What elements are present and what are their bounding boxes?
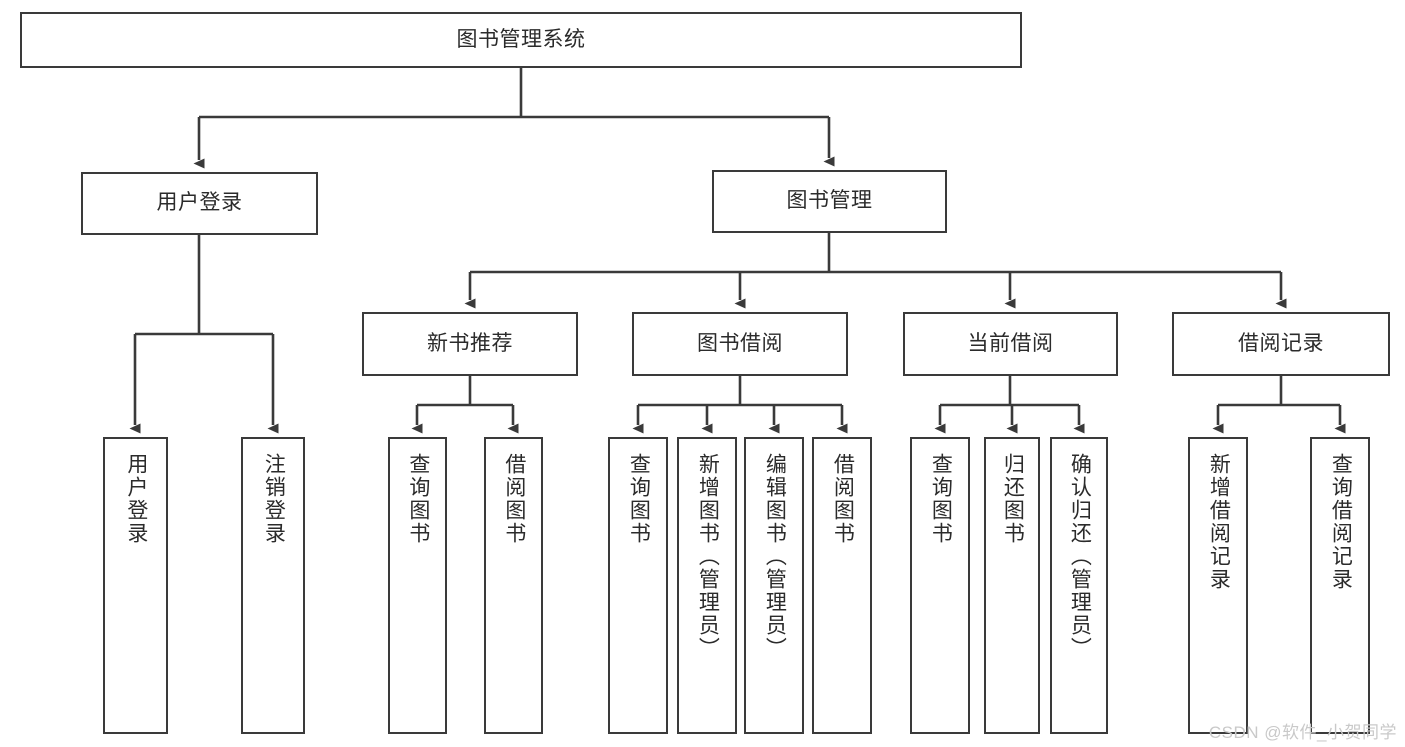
node-leaf-add-book[interactable]: 新增图书（管理员） xyxy=(677,437,737,734)
node-leaf-user-login[interactable]: 用户登录 xyxy=(103,437,168,734)
node-leaf-label: 用户登录 xyxy=(124,453,148,545)
node-leaf-label: 查询借阅记录 xyxy=(1329,453,1353,591)
node-borrow-record[interactable]: 借阅记录 xyxy=(1172,312,1390,376)
csdn-watermark: CSDN @软件_小贺同学 xyxy=(1208,723,1397,742)
node-leaf-return-book[interactable]: 归还图书 xyxy=(984,437,1040,734)
node-current-borrow-label: 当前借阅 xyxy=(967,331,1054,355)
node-leaf-label: 归还图书 xyxy=(1001,453,1025,545)
node-leaf-query-record[interactable]: 查询借阅记录 xyxy=(1310,437,1370,734)
node-book-manage-label: 图书管理 xyxy=(786,189,873,213)
node-user-login[interactable]: 用户登录 xyxy=(81,172,318,235)
node-leaf-label: 注销登录 xyxy=(262,453,286,545)
node-leaf-edit-book[interactable]: 编辑图书（管理员） xyxy=(744,437,804,734)
node-leaf-add-record[interactable]: 新增借阅记录 xyxy=(1188,437,1248,734)
node-leaf-borrow-book-1[interactable]: 借阅图书 xyxy=(484,437,543,734)
node-leaf-label: 查询图书 xyxy=(627,453,651,545)
node-leaf-label: 借阅图书 xyxy=(502,453,526,545)
node-new-book-recommend-label: 新书推荐 xyxy=(427,331,513,355)
node-leaf-query-book-1[interactable]: 查询图书 xyxy=(388,437,447,734)
node-leaf-label: 查询图书 xyxy=(406,453,430,545)
node-leaf-label: 确认归还（管理员） xyxy=(1068,453,1092,660)
node-leaf-query-book-3[interactable]: 查询图书 xyxy=(910,437,970,734)
node-leaf-label: 新增借阅记录 xyxy=(1207,453,1231,591)
node-leaf-borrow-book-2[interactable]: 借阅图书 xyxy=(812,437,872,734)
node-leaf-logout-login[interactable]: 注销登录 xyxy=(241,437,305,734)
node-book-manage[interactable]: 图书管理 xyxy=(712,170,947,233)
node-leaf-label: 编辑图书（管理员） xyxy=(763,453,787,660)
node-current-borrow[interactable]: 当前借阅 xyxy=(903,312,1118,376)
node-leaf-label: 新增图书（管理员） xyxy=(696,453,720,660)
node-book-borrow-label: 图书借阅 xyxy=(697,331,783,355)
node-new-book-recommend[interactable]: 新书推荐 xyxy=(362,312,578,376)
node-leaf-label: 查询图书 xyxy=(929,453,953,545)
node-leaf-label: 借阅图书 xyxy=(831,453,855,545)
node-leaf-query-book-2[interactable]: 查询图书 xyxy=(608,437,668,734)
node-leaf-confirm-return[interactable]: 确认归还（管理员） xyxy=(1050,437,1108,734)
node-borrow-record-label: 借阅记录 xyxy=(1238,331,1324,355)
node-root-label: 图书管理系统 xyxy=(456,27,586,51)
node-book-borrow[interactable]: 图书借阅 xyxy=(632,312,848,376)
node-user-login-label: 用户登录 xyxy=(156,191,243,215)
node-root-system[interactable]: 图书管理系统 xyxy=(20,12,1022,68)
